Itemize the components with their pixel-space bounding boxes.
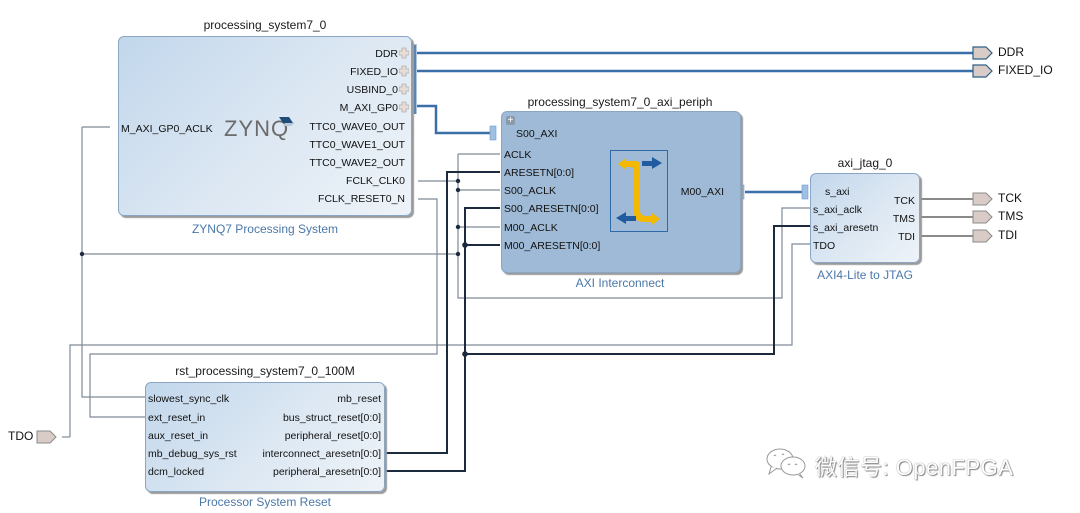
periph-pin-s00-axi[interactable]: S00_AXI — [516, 128, 558, 140]
port-shape-tdo[interactable] — [36, 430, 57, 444]
rst-pin-slowest-sync-clk[interactable]: slowest_sync_clk — [148, 393, 230, 405]
jtag-pin-s-axi-aresetn[interactable]: s_axi_aresetn — [813, 222, 879, 234]
rst-subtitle: Processor System Reset — [198, 495, 332, 509]
rst-pin-mb-debug-sys-rst[interactable]: mb_debug_sys_rst — [148, 448, 237, 460]
interconnect-icon — [610, 150, 668, 232]
ps7-pin-usbind-0[interactable]: USBIND_0 — [346, 84, 398, 96]
jtag-subtitle: AXI4-Lite to JTAG — [817, 268, 913, 282]
zynq-logo: ZYNQ — [224, 116, 290, 141]
wechat-icon — [766, 448, 806, 479]
periph-pin-s00-aresetn[interactable]: S00_ARESETN[0:0] — [504, 203, 599, 215]
ps7-pin-m-axi-gp0[interactable]: M_AXI_GP0 — [339, 102, 398, 114]
periph-pin-m00-axi[interactable]: M00_AXI — [680, 186, 724, 198]
ps7-pin-fclk-reset0-n[interactable]: FCLK_RESET0_N — [318, 193, 405, 205]
jtag-pin-tck[interactable]: TCK — [894, 195, 915, 207]
ps7-pin-ttc0-wave1-out[interactable]: TTC0_WAVE1_OUT — [309, 139, 405, 151]
ps7-pin-ttc0-wave2-out[interactable]: TTC0_WAVE2_OUT — [309, 157, 405, 169]
watermark-text: 微信号: OpenFPGA — [815, 455, 1014, 480]
ps7-pin-m-axi-gp0-aclk[interactable]: M_AXI_GP0_ACLK — [121, 123, 213, 135]
port-shape-tms[interactable] — [972, 210, 993, 224]
jtag-block[interactable]: s_axi s_axi_aclk s_axi_aresetn TDO TCK T… — [810, 173, 920, 263]
rst-title: rst_processing_system7_0_100M — [175, 364, 355, 378]
periph-pin-m00-aclk[interactable]: M00_ACLK — [504, 222, 558, 234]
port-label-tdi: TDI — [998, 228, 1018, 242]
port-label-tdo: TDO — [8, 429, 34, 443]
port-shape-tdi[interactable] — [972, 229, 993, 243]
ps7-bus-plus-icons — [399, 47, 409, 113]
periph-subtitle: AXI Interconnect — [575, 276, 665, 290]
port-shape-fixed-io[interactable] — [972, 64, 993, 78]
ps7-subtitle: ZYNQ7 Processing System — [191, 222, 339, 236]
rst-pin-aux-reset-in[interactable]: aux_reset_in — [148, 430, 209, 442]
ps7-pin-ddr[interactable]: DDR — [375, 48, 398, 60]
wire-m-axi-gp0 — [417, 104, 492, 135]
rst-pin-dcm-locked[interactable]: dcm_locked — [148, 466, 205, 478]
rst-pin-ext-reset-in[interactable]: ext_reset_in — [148, 412, 206, 424]
jtag-pin-tdi[interactable]: TDI — [898, 231, 915, 243]
periph-pin-aclk[interactable]: ACLK — [504, 149, 532, 161]
port-label-tck: TCK — [998, 191, 1022, 205]
rst-block[interactable]: slowest_sync_clk ext_reset_in aux_reset_… — [145, 382, 385, 492]
jtag-pin-tms[interactable]: TMS — [892, 213, 915, 225]
port-shape-ddr[interactable] — [972, 46, 993, 60]
port-label-ddr: DDR — [998, 45, 1024, 59]
ps7-title: processing_system7_0 — [203, 18, 327, 32]
expand-button[interactable]: + — [506, 115, 515, 126]
periph-block[interactable]: + S00_AXI ACLK ARESETN[0:0] S00_ACLK S00… — [501, 111, 741, 273]
periph-pin-aresetn[interactable]: ARESETN[0:0] — [504, 167, 575, 179]
periph-title: processing_system7_0_axi_periph — [527, 95, 713, 109]
port-label-fixed-io: FIXED_IO — [998, 63, 1053, 77]
periph-pin-m00-aresetn[interactable]: M00_ARESETN[0:0] — [504, 240, 601, 252]
jtag-pin-tdo[interactable]: TDO — [813, 240, 836, 252]
periph-pin-s00-aclk[interactable]: S00_ACLK — [504, 185, 556, 197]
jtag-pin-s-axi-aclk[interactable]: s_axi_aclk — [813, 204, 863, 216]
zynq-logo-mark-icon — [279, 117, 295, 126]
rst-pin-bus-struct-reset[interactable]: bus_struct_reset[0:0] — [282, 412, 381, 424]
rst-pin-peripheral-aresetn[interactable]: peripheral_aresetn[0:0] — [273, 466, 381, 478]
rst-pin-peripheral-reset[interactable]: peripheral_reset[0:0] — [284, 430, 381, 442]
rst-pin-mb-reset[interactable]: mb_reset — [337, 393, 381, 405]
ps7-pin-ttc0-wave0-out[interactable]: TTC0_WAVE0_OUT — [309, 121, 405, 133]
jtag-pin-s-axi[interactable]: s_axi — [825, 186, 850, 198]
ps7-pin-fixed-io[interactable]: FIXED_IO — [350, 66, 398, 78]
port-shape-tck[interactable] — [972, 192, 993, 206]
jtag-title: axi_jtag_0 — [837, 156, 893, 170]
ps7-block[interactable]: M_AXI_GP0_ACLK ZYNQ DDR FIXED_IO USBIND_… — [118, 36, 412, 216]
rst-pin-interconnect-aresetn[interactable]: interconnect_aresetn[0:0] — [262, 448, 382, 460]
port-label-tms: TMS — [998, 209, 1024, 223]
ps7-pin-fclk-clk0[interactable]: FCLK_CLK0 — [346, 175, 405, 187]
